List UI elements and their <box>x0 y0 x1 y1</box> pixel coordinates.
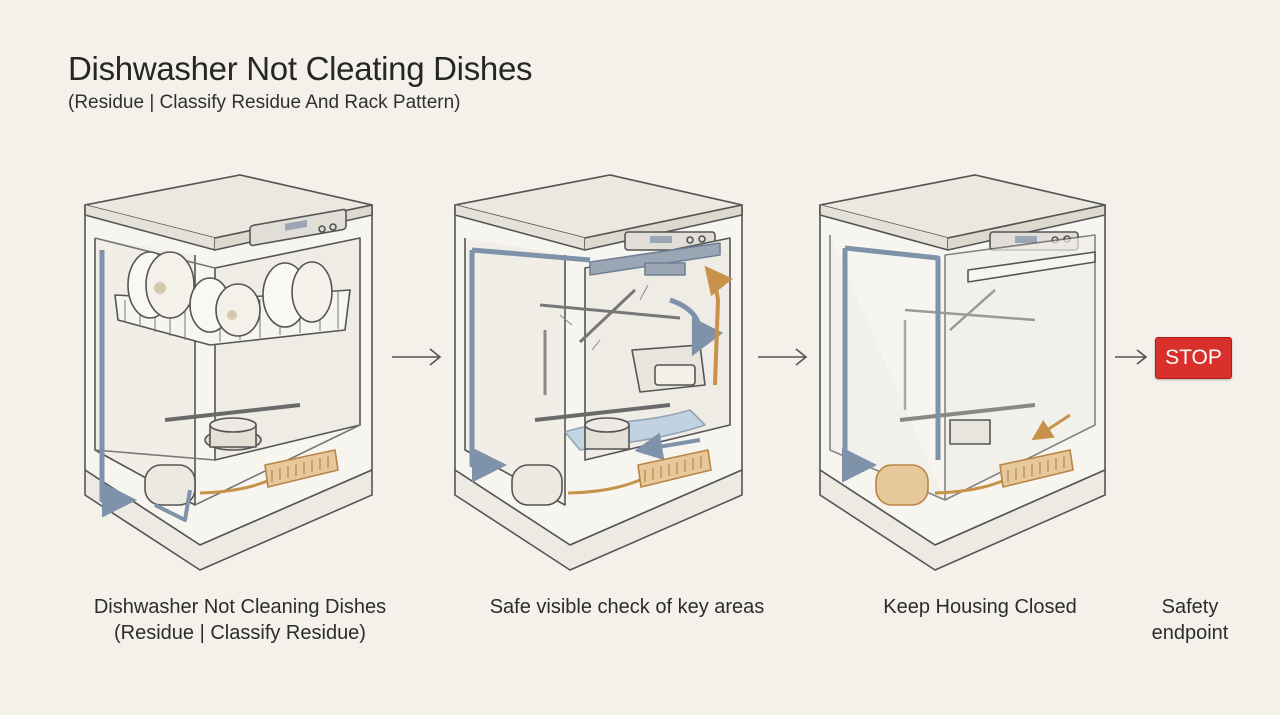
step-2-caption: Safe visible check of key areas <box>467 594 787 620</box>
step-1-caption-line2: (Residue | Classify Residue) <box>114 622 366 644</box>
flow-arrow-2 <box>758 348 808 366</box>
step-2-caption-line1: Safe visible check of key areas <box>489 596 765 618</box>
diagram-title: Dishwasher Not Cleating Dishes <box>68 50 533 87</box>
step-3-caption: Keep Housing Closed <box>840 594 1120 620</box>
stop-badge: STOP <box>1155 337 1232 379</box>
endpoint-caption-line2: endpoint <box>1151 622 1229 644</box>
dishwasher-step-1 <box>84 174 373 571</box>
endpoint-caption: Safety endpoint <box>1135 594 1245 646</box>
step-1-caption: Dishwasher Not Cleaning Dishes (Residue … <box>80 594 400 646</box>
diagram-subtitle: (Residue | Classify Residue And Rack Pat… <box>68 92 461 113</box>
step-3-caption-line1: Keep Housing Closed <box>883 596 1077 618</box>
step-1-caption-line1: Dishwasher Not Cleaning Dishes <box>93 596 387 618</box>
endpoint-caption-line1: Safety <box>1161 596 1219 618</box>
dishwasher-step-3 <box>819 174 1106 571</box>
flow-arrow-3 <box>1115 349 1148 365</box>
dishwasher-step-2 <box>454 174 743 571</box>
flow-arrow-1 <box>392 348 442 366</box>
